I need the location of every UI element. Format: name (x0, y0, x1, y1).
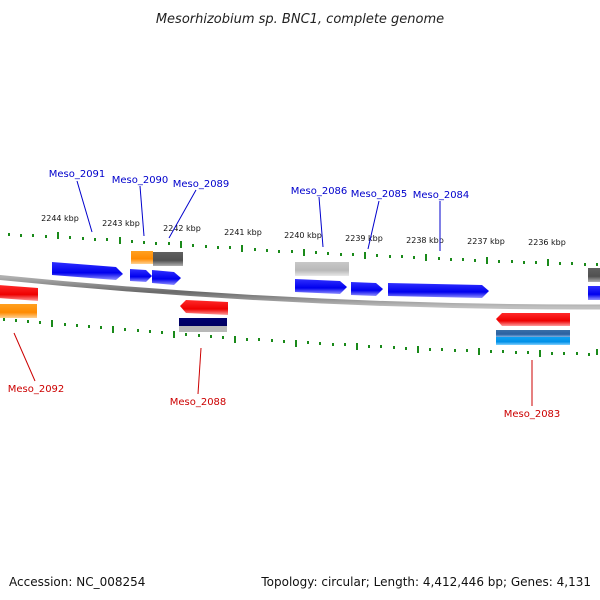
gene-meso-2092-feature[interactable] (0, 304, 37, 318)
gene-label[interactable]: Meso_2084 (413, 190, 470, 201)
gene-meso-2083-feature[interactable] (496, 330, 570, 337)
gene-meso-2083[interactable] (496, 313, 570, 326)
tick-label: 2243 kbp (102, 219, 140, 228)
tick-label: 2242 kbp (163, 224, 201, 233)
gene-meso-2083-feature-2[interactable] (496, 337, 570, 345)
tick-label: 2241 kbp (224, 228, 262, 237)
gene-meso-2090[interactable] (130, 269, 152, 282)
accession-text: Accession: NC_008254 (9, 575, 145, 589)
lower-tick-ring (3, 318, 598, 357)
tick-label: 2236 kbp (528, 238, 566, 247)
gene-meso-2089[interactable] (152, 270, 181, 285)
gene-meso-2090-feature[interactable] (131, 251, 153, 264)
genome-backbone (0, 274, 600, 310)
tick-labels: 2244 kbp 2243 kbp 2242 kbp 2241 kbp 2240… (41, 214, 566, 247)
gene-meso-2084[interactable] (388, 283, 489, 298)
tick-label: 2240 kbp (284, 231, 322, 240)
gene-labels: Meso_2091 Meso_2090 Meso_2089 Meso_2086 … (8, 169, 561, 420)
gene-meso-2091[interactable] (52, 262, 123, 280)
gene-meso-2089-feature[interactable] (153, 252, 183, 266)
map-title: Mesorhizobium sp. BNC1, complete genome (156, 12, 444, 27)
tick-label: 2237 kbp (467, 237, 505, 246)
gene-label[interactable]: Meso_2091 (49, 169, 106, 180)
upper-tick-ring (8, 232, 598, 266)
gene-meso-2092[interactable] (0, 285, 38, 301)
gene-meso-2088[interactable] (180, 300, 228, 315)
gene-label[interactable]: Meso_2089 (173, 179, 230, 190)
reverse-track (0, 285, 570, 345)
topology-text: Topology: circular; Length: 4,412,446 bp… (260, 575, 591, 589)
tick-label: 2244 kbp (41, 214, 79, 223)
gene-label[interactable]: Meso_2083 (504, 409, 561, 420)
gene-label[interactable]: Meso_2090 (112, 175, 169, 186)
gene-meso-2088-feature-shade (179, 326, 227, 332)
gene-meso-2085[interactable] (351, 282, 383, 296)
edge-gene[interactable] (588, 286, 600, 300)
edge-gene-feature[interactable] (588, 268, 600, 282)
tick-label: 2238 kbp (406, 236, 444, 245)
gene-meso-2086-feature[interactable] (295, 262, 349, 276)
forward-track (52, 251, 600, 300)
gene-meso-2086[interactable] (295, 279, 347, 294)
gene-label[interactable]: Meso_2085 (351, 189, 408, 200)
gene-label[interactable]: Meso_2092 (8, 384, 65, 395)
gene-label[interactable]: Meso_2086 (291, 186, 348, 197)
gene-label[interactable]: Meso_2088 (170, 397, 227, 408)
tick-label: 2239 kbp (345, 234, 383, 243)
leader-lines (13, 180, 533, 406)
